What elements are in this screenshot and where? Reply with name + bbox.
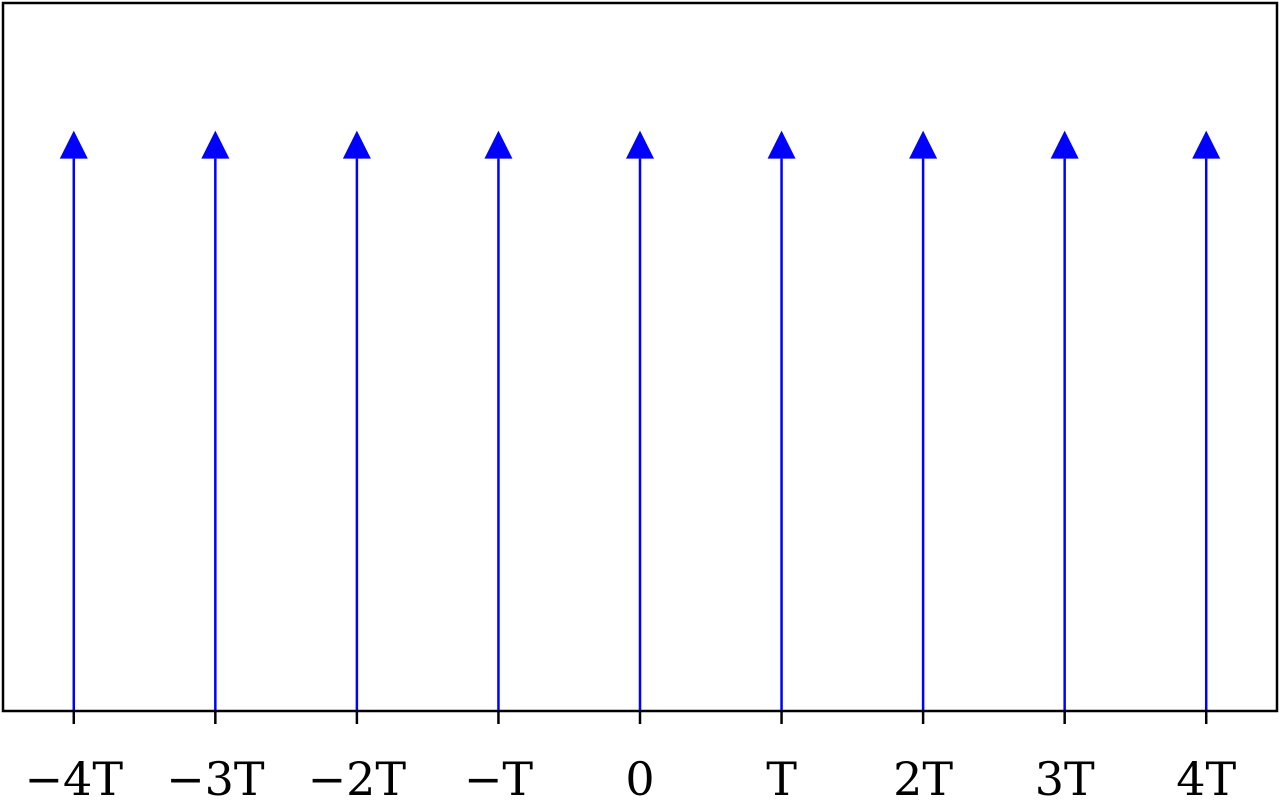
impulse-arrowhead <box>909 130 938 159</box>
x-tick-label: −2T <box>308 752 407 806</box>
impulse-arrowhead <box>59 130 88 159</box>
x-tick-label: T <box>766 752 797 806</box>
x-tick-label: 3T <box>1035 752 1095 806</box>
x-tick-label: −3T <box>166 752 265 806</box>
stems-layer <box>59 130 1221 711</box>
impulse-arrowhead <box>342 130 371 159</box>
impulse-arrowhead <box>1050 130 1079 159</box>
x-ticks-layer: −4T −3T −2T −T 0 T 2T 3T 4T <box>25 711 1237 806</box>
impulse-arrowhead <box>767 130 796 159</box>
x-tick-label: 0 <box>625 752 654 806</box>
impulse-arrowhead <box>484 130 513 159</box>
impulse-arrowhead <box>626 130 654 159</box>
x-tick-label: 4T <box>1176 752 1236 806</box>
x-tick-label: 2T <box>893 752 953 806</box>
x-tick-label: −T <box>464 752 534 806</box>
impulse-arrowhead <box>201 130 230 159</box>
impulse-arrowhead <box>1192 130 1221 159</box>
x-tick-label: −4T <box>25 752 124 806</box>
